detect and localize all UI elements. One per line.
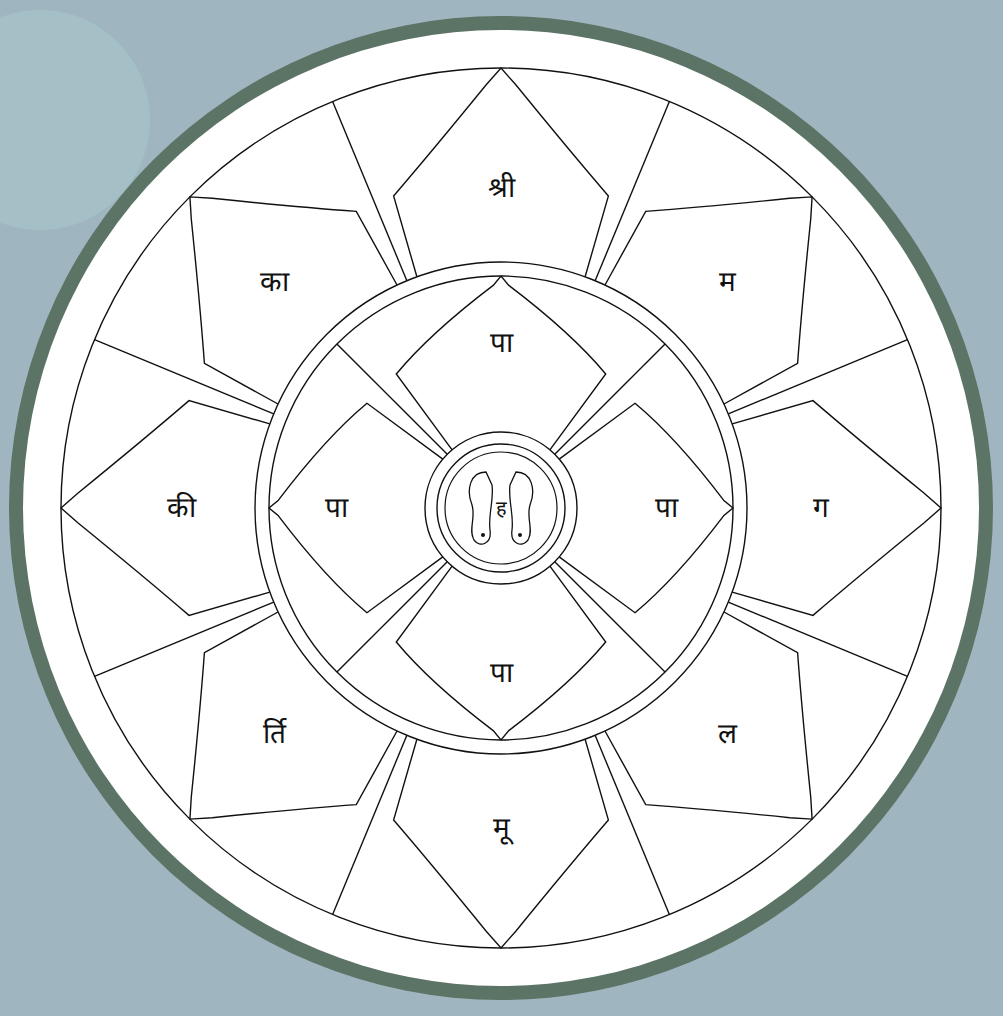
- syllable: म: [719, 265, 736, 299]
- inner-petal: [396, 566, 605, 740]
- outer-petal-label: ल: [712, 713, 743, 755]
- outer-petal-label: मू: [487, 807, 516, 849]
- outer-petal-label: श्री: [482, 167, 521, 209]
- syllable: र्ति: [263, 717, 286, 751]
- inner-circle: [255, 262, 747, 754]
- outer-ring: [9, 16, 993, 1000]
- outer-petal-label: ग: [807, 487, 835, 529]
- dot: [481, 533, 485, 537]
- inner-petal: [559, 403, 733, 612]
- syllable: की: [167, 491, 196, 525]
- inner-divider: [337, 344, 447, 454]
- inner-divider: [337, 562, 447, 672]
- syllable: का: [260, 265, 289, 299]
- syllable: पा: [490, 326, 513, 360]
- syllable: पा: [325, 491, 348, 525]
- footprint-left: [469, 472, 492, 544]
- outer-petal: [394, 739, 609, 948]
- inner-petal-label: पा: [649, 487, 684, 529]
- outer-petal-label: का: [254, 261, 295, 303]
- inner-petal-label: पा: [484, 322, 519, 364]
- syllable: पा: [490, 656, 513, 690]
- outer-petal: [394, 68, 609, 277]
- inner-circle-2: [269, 276, 733, 740]
- petal-divider: [595, 735, 669, 914]
- outer-petal: [61, 401, 270, 616]
- petal-divider: [333, 735, 407, 914]
- syllable: श्री: [488, 171, 515, 205]
- inner-divider: [555, 562, 665, 672]
- petal-divider: [94, 602, 273, 676]
- white-disk: [23, 30, 979, 986]
- inner-petal: [396, 276, 605, 450]
- center-circle-3: [445, 452, 557, 564]
- center-circle-2: [437, 444, 565, 572]
- syllable: ल: [718, 717, 737, 751]
- petal-outlines: [61, 68, 941, 948]
- petal-divider: [595, 101, 669, 280]
- outer-petal: [732, 401, 941, 616]
- center-circle: [425, 432, 577, 584]
- inner-petal-label: पा: [484, 652, 519, 694]
- center-syllable: ह: [490, 492, 513, 524]
- inner-petal-outlines: [269, 276, 733, 740]
- petal-divider: [728, 602, 907, 676]
- petal-divider: [333, 101, 407, 280]
- dot: [518, 533, 522, 537]
- inner-petal: [269, 403, 443, 612]
- outer-petal-label: की: [161, 487, 202, 529]
- petal-divider: [94, 340, 273, 414]
- inner-petal-label: पा: [319, 487, 354, 529]
- syllable: मू: [493, 811, 510, 845]
- syllable: पा: [655, 491, 678, 525]
- outer-circle: [61, 68, 941, 948]
- footprint-right: [510, 472, 533, 544]
- outer-petal-label: र्ति: [257, 713, 292, 755]
- petal-divider: [728, 340, 907, 414]
- syllable: ह: [496, 496, 507, 520]
- syllable: ग: [813, 491, 829, 525]
- inner-divider: [555, 344, 665, 454]
- outer-petal-label: म: [713, 261, 742, 303]
